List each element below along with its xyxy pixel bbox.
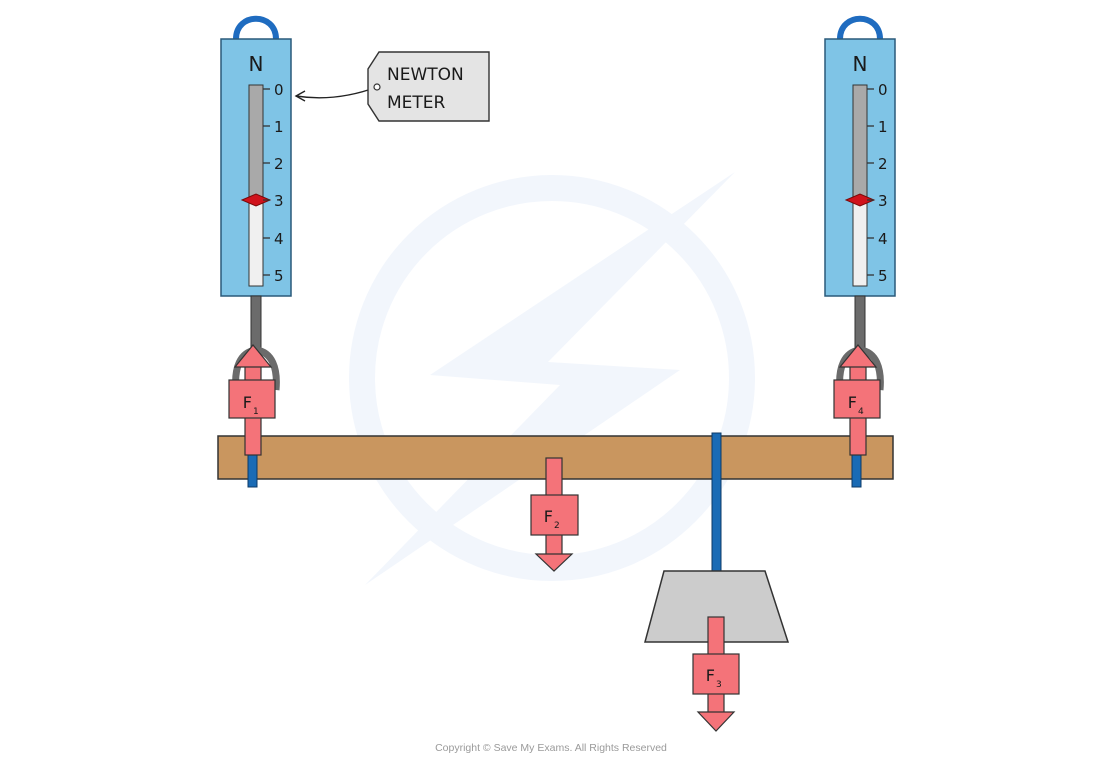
force-label-f4: F (848, 393, 857, 412)
force-label-f3: F (706, 666, 715, 685)
scale-label-0: 0 (878, 81, 888, 99)
meter-unit-right: N (853, 52, 868, 76)
meter-hook-right (837, 15, 883, 40)
tag-label-line2: METER (387, 93, 446, 113)
scale-label-3: 3 (274, 192, 284, 210)
copyright-text: Copyright © Save My Exams. All Rights Re… (435, 742, 667, 754)
meter-unit-left: N (249, 52, 264, 76)
force-label-f2: F (544, 507, 553, 526)
scale-label-4: 4 (274, 230, 284, 248)
scale-label-1: 1 (878, 118, 888, 136)
scale-label-4: 4 (878, 230, 888, 248)
newton-meter-right: N 0 1 2 3 4 5 (824, 15, 896, 391)
meter-stem-right (854, 295, 866, 352)
meter-scale-right: 0 1 2 3 4 5 (867, 81, 888, 285)
scale-label-5: 5 (878, 267, 888, 285)
force-arrow-f2: F 2 (530, 457, 579, 572)
force-arrow-f1: F 1 (228, 344, 276, 456)
meter-scale-left: 0 1 2 3 4 5 (263, 81, 284, 285)
force-arrow-f4: F 4 (833, 344, 881, 456)
newton-meter-tag: NEWTON METER (294, 51, 490, 122)
tag-card (367, 51, 490, 122)
meter-tube-filled-right (852, 84, 868, 201)
tag-label-line1: NEWTON (387, 65, 464, 85)
scale-label-3: 3 (878, 192, 888, 210)
meter-tube-empty-right (852, 199, 868, 287)
weight-string (711, 432, 722, 574)
meter-stem-left (250, 295, 262, 352)
force-subscript-f2: 2 (554, 521, 560, 531)
scale-label-1: 1 (274, 118, 284, 136)
scale-label-2: 2 (878, 155, 888, 173)
force-subscript-f1: 1 (253, 407, 259, 417)
meter-tube-filled-left (248, 84, 264, 201)
force-arrow-f3: F 3 (692, 616, 740, 732)
scale-label-5: 5 (274, 267, 284, 285)
hanging-weight (644, 570, 790, 643)
force-label-f1: F (243, 393, 252, 412)
tag-pointer-arrow (295, 86, 378, 99)
meter-tube-empty-left (248, 199, 264, 287)
meter-hook-left (233, 15, 279, 40)
force-subscript-f4: 4 (858, 407, 864, 417)
scale-label-2: 2 (274, 155, 284, 173)
newton-meter-left: N 0 1 2 3 4 5 (220, 15, 292, 391)
scale-label-0: 0 (274, 81, 284, 99)
tag-hole (373, 83, 381, 91)
force-subscript-f3: 3 (716, 680, 722, 690)
